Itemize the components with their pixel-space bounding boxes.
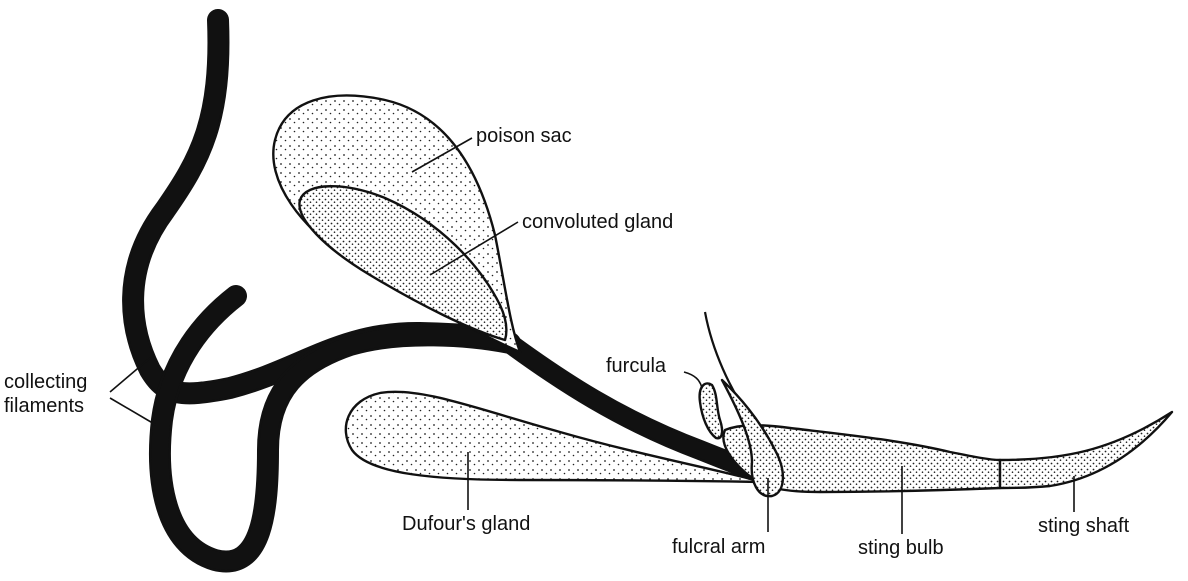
label-sting-bulb: sting bulb <box>858 536 944 560</box>
label-fulcral-arm: fulcral arm <box>672 535 765 559</box>
sting-shaft <box>1000 412 1172 488</box>
label-collecting-filaments: collecting filaments <box>4 370 87 418</box>
label-poison-sac: poison sac <box>476 124 572 148</box>
label-convoluted-gland: convoluted gland <box>522 210 673 234</box>
label-sting-shaft: sting shaft <box>1038 514 1129 538</box>
leader-collecting-filaments-b <box>110 398 156 425</box>
label-furcula: furcula <box>606 354 666 378</box>
label-dufours-gland: Dufour's gland <box>402 512 530 536</box>
leader-furcula <box>684 372 702 388</box>
furcula <box>700 384 722 439</box>
